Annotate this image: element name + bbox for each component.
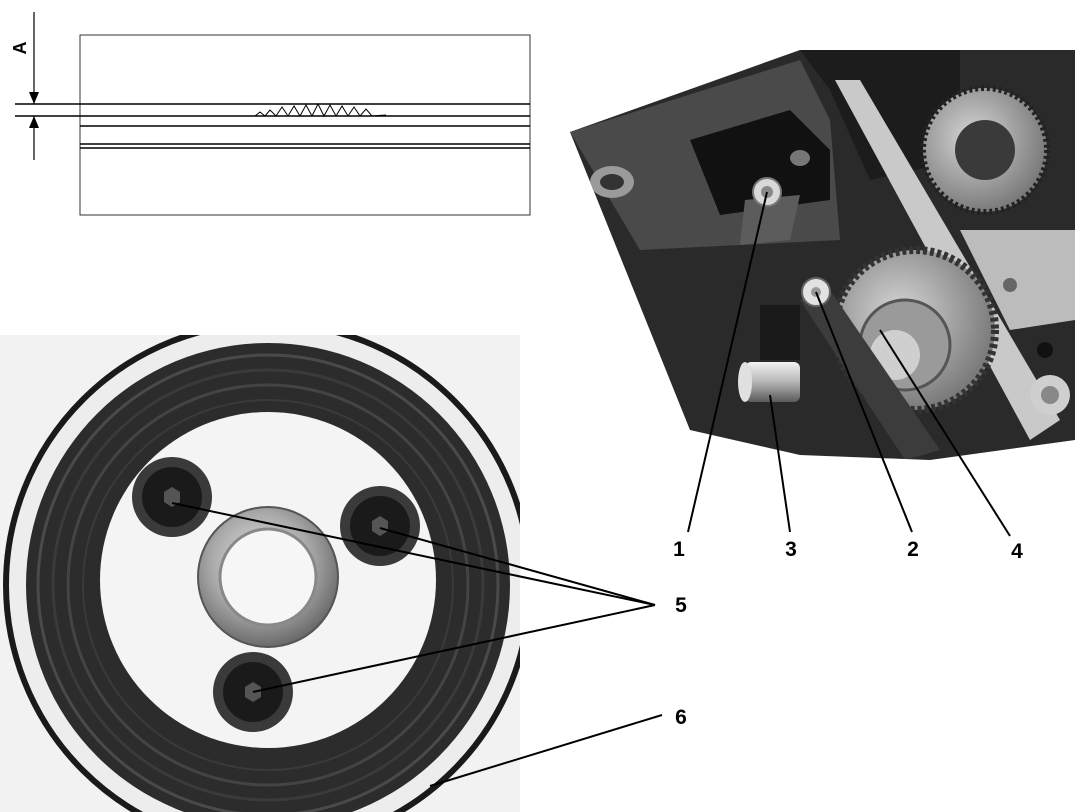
screw-5b bbox=[340, 486, 420, 566]
teeth-tail bbox=[371, 114, 387, 117]
callout-2: 2 bbox=[907, 538, 919, 561]
callout-1: 1 bbox=[673, 538, 685, 561]
leader-lines bbox=[171, 191, 1011, 787]
pin-3 bbox=[745, 362, 800, 402]
callout-4: 4 bbox=[1011, 540, 1023, 563]
callout-3: 3 bbox=[785, 538, 797, 561]
dimension-diagram: A bbox=[10, 12, 531, 216]
dimension-label: A bbox=[10, 42, 30, 55]
lever-arm bbox=[800, 290, 940, 460]
mechanism-photo bbox=[570, 50, 1075, 460]
screw-5a bbox=[132, 457, 212, 537]
callout-6: 6 bbox=[675, 706, 687, 729]
dimension-arrow-up bbox=[29, 116, 39, 128]
wheel-photo bbox=[0, 335, 520, 812]
feed-dog-teeth bbox=[254, 102, 373, 118]
bracket bbox=[740, 195, 800, 245]
callout-5: 5 bbox=[675, 594, 687, 617]
dimension-arrow-down bbox=[29, 92, 39, 104]
diagram-frame bbox=[79, 34, 531, 216]
